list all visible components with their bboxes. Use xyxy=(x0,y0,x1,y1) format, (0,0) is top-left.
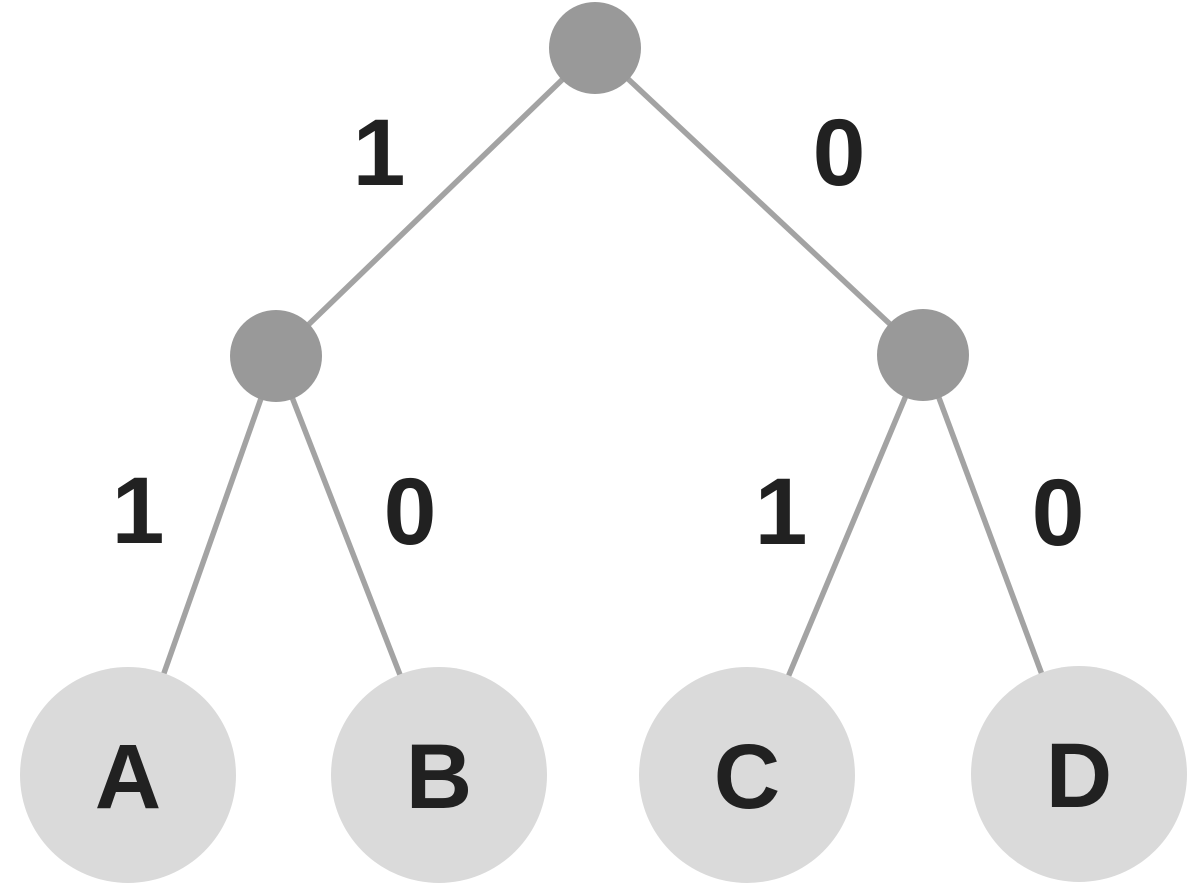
edge-bit-label-right-C: 1 xyxy=(755,459,808,565)
leaf-label-C: C xyxy=(714,726,780,828)
leaf-node-D xyxy=(971,666,1187,882)
leaf-label-D: D xyxy=(1046,725,1112,827)
edge-bit-label-root-right: 0 xyxy=(813,100,866,206)
leaf-label-B: B xyxy=(406,726,472,828)
edge-bit-label-left-B: 0 xyxy=(384,459,437,565)
edge-bit-label-left-A: 1 xyxy=(112,458,165,564)
edge-bit-label-right-D: 0 xyxy=(1032,460,1085,566)
tree-edge-root-left xyxy=(274,46,597,358)
edge-bit-label-root-left: 1 xyxy=(353,100,406,206)
leaf-node-C xyxy=(639,667,855,883)
internal-node-right xyxy=(877,309,969,401)
leaf-label-A: A xyxy=(95,726,161,828)
leaf-node-A xyxy=(20,667,236,883)
internal-node-left xyxy=(230,310,322,402)
tree-edge-root-right xyxy=(593,45,925,358)
internal-node-root xyxy=(549,2,641,94)
leaf-node-B xyxy=(331,667,547,883)
